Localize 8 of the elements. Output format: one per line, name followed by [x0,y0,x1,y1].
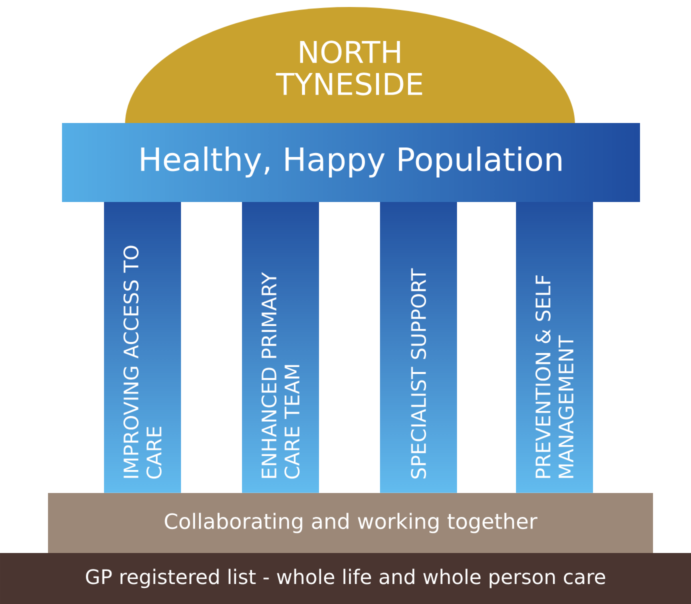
pillar: ENHANCED PRIMARY CARE TEAM [261,272,300,479]
plinth: Collaborating and working together [48,492,653,553]
pillar: PREVENTION & SELF MANAGEMENT [535,275,574,478]
dome: NORTH TYNESIDE [125,6,575,125]
base-band: GP registered list - whole life and whole person care [0,552,691,604]
pillar: IMPROVING ACCESS TO CARE [123,246,162,479]
pillar: SPECIALIST SUPPORT [410,268,426,478]
beam: Healthy, Happy Population [141,146,562,178]
